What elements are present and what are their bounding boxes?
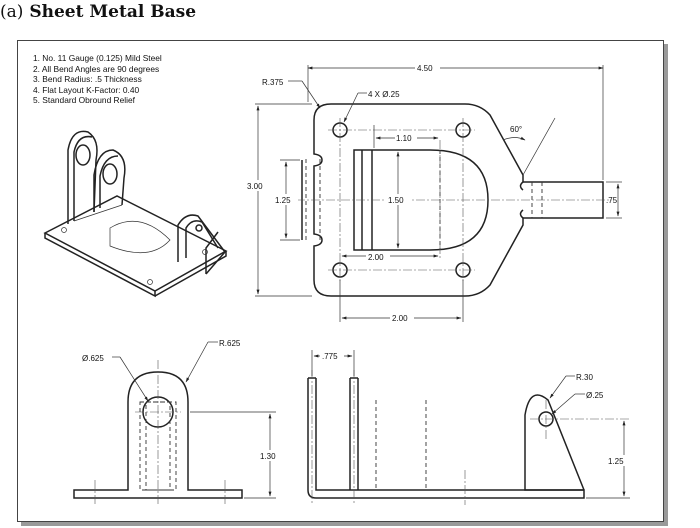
- dim-slot-offset: 1.10: [396, 134, 412, 143]
- figure-caption: (a) Sheet Metal Base: [0, 2, 196, 22]
- note-5: 5. Standard Obround Relief: [33, 95, 135, 106]
- caption-tag: (a): [0, 2, 24, 22]
- isometric-view: [43, 130, 228, 298]
- dim-cutout-height: 1.50: [388, 196, 404, 205]
- note-4: 4. Flat Layout K-Factor: 0.40: [33, 84, 140, 95]
- dim-hole-spacing: 2.00: [368, 253, 384, 262]
- dim-tab-spacing: .775: [322, 352, 338, 361]
- dim-overall-width: 4.50: [417, 64, 433, 73]
- dim-height: 3.00: [247, 182, 263, 191]
- dim-angle: 60°: [510, 125, 522, 134]
- flat-layout-view: 4.50 3.00 1.25 1.50 1.10 2.00 2.00 .75 6: [246, 62, 622, 323]
- dim-corner-radius: R.375: [262, 78, 284, 87]
- note-3: 3. Bend Radius: .5 Thickness: [33, 74, 142, 85]
- dim-tab-width: .75: [606, 196, 618, 205]
- dim-side-hole: Ø.25: [586, 391, 604, 400]
- dim-front-radius: R.625: [219, 339, 241, 348]
- caption-title: Sheet Metal Base: [29, 2, 197, 22]
- dim-side-radius: R.30: [576, 373, 593, 382]
- dim-holes: 4 X Ø.25: [368, 90, 400, 99]
- dim-inner-height: 1.25: [275, 196, 291, 205]
- dim-front-hole: Ø.625: [82, 354, 104, 363]
- drawing-sheet: [17, 40, 664, 522]
- dim-base-spacing: 2.00: [392, 314, 408, 323]
- dim-side-height: 1.25: [608, 457, 624, 466]
- note-2: 2. All Bend Angles are 90 degrees: [33, 63, 160, 74]
- drawing-notes: 1. No. 11 Gauge (0.125) Mild Steel 2. Al…: [33, 53, 162, 106]
- side-view: .775 1.25 R.30 Ø.25: [307, 350, 630, 505]
- front-view: 1.30 Ø.625 R.625: [73, 339, 282, 505]
- dim-front-height: 1.30: [260, 452, 276, 461]
- note-1: 1. No. 11 Gauge (0.125) Mild Steel: [33, 53, 162, 63]
